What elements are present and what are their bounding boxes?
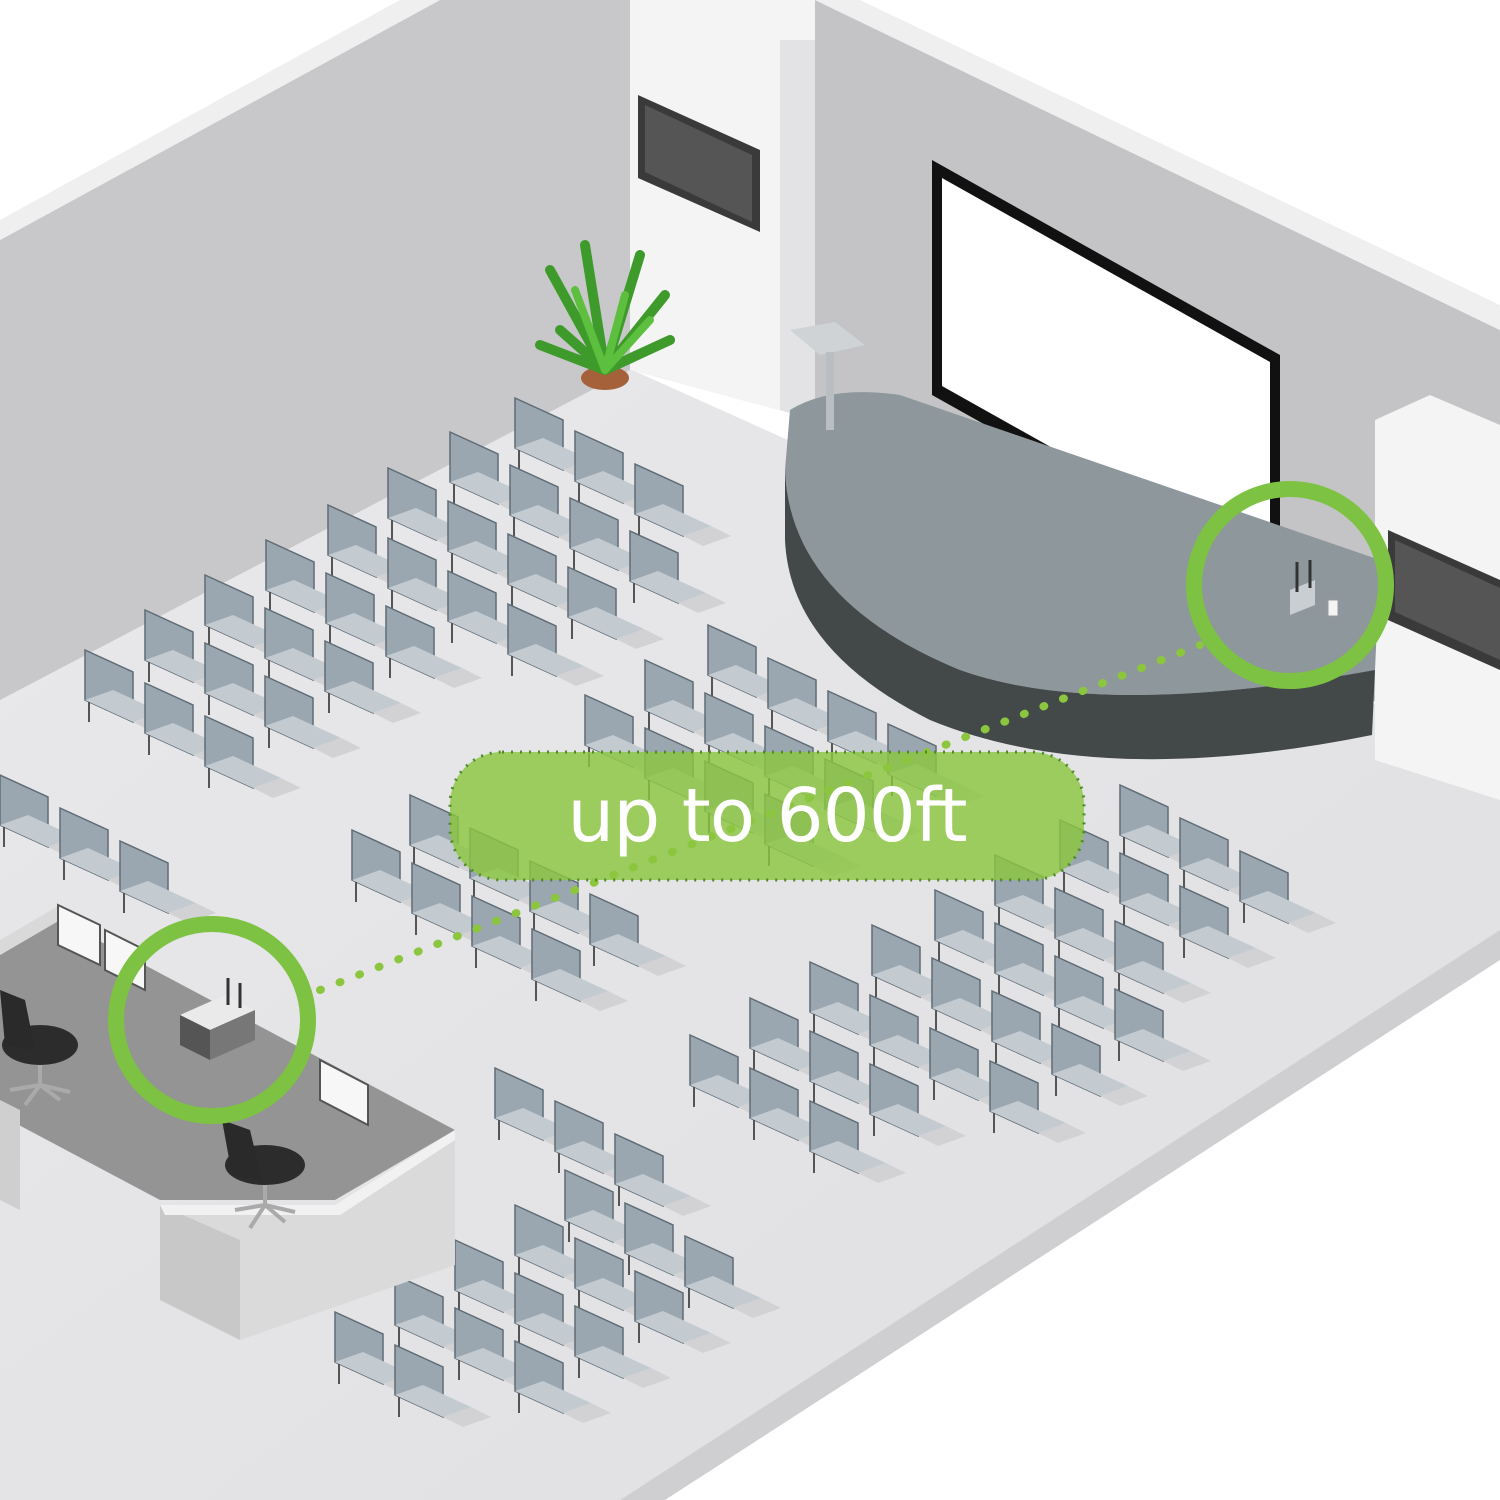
office-chair (0, 990, 78, 1107)
monitor (319, 1058, 369, 1127)
chair (264, 674, 361, 758)
chair (589, 892, 686, 976)
left-wall (0, 0, 630, 700)
stage (785, 392, 1380, 760)
chair (385, 604, 482, 688)
back-wall-cap (815, 0, 1500, 330)
projection-screen (932, 160, 1280, 590)
chair (991, 989, 1088, 1073)
chair (574, 1304, 671, 1388)
chair (1051, 1022, 1148, 1106)
chair (989, 1059, 1086, 1143)
pillar-left (630, 0, 815, 420)
wireless-transmitter-icon (180, 978, 255, 1060)
chair (204, 714, 301, 798)
wireless-receiver-icon (1290, 560, 1339, 617)
transmitter-highlight-ring (108, 916, 316, 1124)
chair (1114, 987, 1211, 1071)
chair (684, 1234, 781, 1318)
floor-edge (620, 930, 1500, 1500)
chair (1114, 919, 1211, 1003)
chair (809, 1099, 906, 1183)
monitor (57, 903, 101, 967)
receiver-highlight-ring (1186, 481, 1394, 689)
chair (507, 602, 604, 686)
chair (1179, 884, 1276, 968)
chair (634, 1269, 731, 1353)
chair (929, 1026, 1026, 1110)
chair (325, 571, 422, 655)
office-chair (222, 1120, 305, 1230)
potted-plant (535, 240, 675, 390)
range-label-bubble (448, 750, 1086, 882)
chair (531, 927, 628, 1011)
range-label: up to 600ft (567, 773, 967, 859)
chair (634, 462, 731, 546)
chair (514, 1339, 611, 1423)
chair (324, 639, 421, 723)
chair (567, 565, 664, 649)
chair (394, 1343, 491, 1427)
chair (614, 1132, 711, 1216)
chair (869, 1062, 966, 1146)
chair (119, 839, 216, 923)
chair (554, 1099, 651, 1183)
podium (790, 322, 865, 430)
left-wall-cap (0, 0, 440, 240)
pillar-right (1375, 395, 1500, 800)
chair (1239, 849, 1336, 933)
chair (629, 529, 726, 613)
chair (507, 532, 604, 616)
